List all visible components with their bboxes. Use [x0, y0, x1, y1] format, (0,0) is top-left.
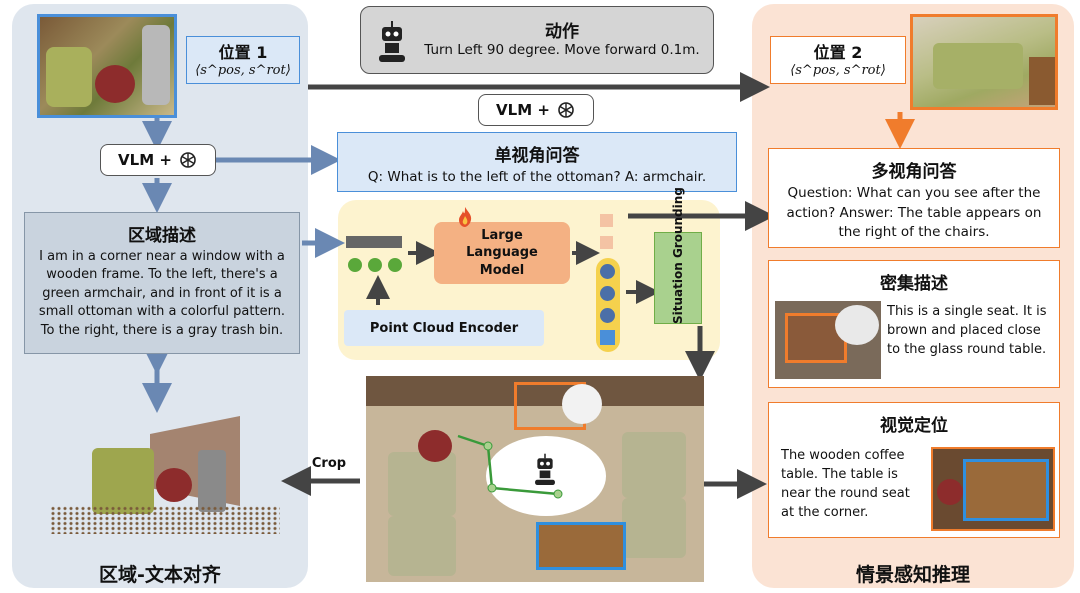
sofa-shape — [933, 43, 1023, 89]
multi-view-qa-title: 多视角问答 — [871, 162, 957, 182]
scene-photo-1 — [37, 14, 177, 118]
action-box: 动作 Turn Left 90 degree. Move forward 0.1… — [360, 6, 714, 74]
multi-view-qa-box: 多视角问答 Question: What can you see after t… — [768, 148, 1060, 248]
position-2-box: 位置 2 ⟨s^pos, s^rot⟩ — [770, 36, 906, 84]
point-token — [388, 258, 402, 272]
point-cloud-encoder: Point Cloud Encoder — [344, 310, 544, 346]
trash-bin-shape — [142, 25, 170, 105]
single-view-qa-title: 单视角问答 — [494, 146, 580, 166]
visual-grounding-image — [931, 447, 1055, 531]
vlm-label: VLM + — [496, 101, 550, 119]
crop-armchair — [92, 448, 154, 514]
robot-icon — [379, 21, 405, 62]
text-token-bar — [346, 236, 402, 248]
vlm-label: VLM + — [118, 151, 172, 169]
region-description-text: I am in a corner near a window with a wo… — [38, 249, 286, 338]
scene-photo-2 — [910, 14, 1058, 110]
situation-token — [600, 308, 615, 323]
pc-armchair-1 — [388, 452, 456, 516]
situation-grounding-label: Situation Grounding — [671, 187, 685, 324]
pc-round-seat — [562, 384, 602, 424]
pc-armchair-4 — [622, 498, 686, 558]
position-1-formula: ⟨s^pos, s^rot⟩ — [195, 63, 291, 78]
crop-label: Crop — [311, 456, 347, 471]
situation-grounding-box: Situation Grounding — [654, 187, 702, 324]
crop-ottoman — [156, 468, 192, 502]
fire-icon — [459, 207, 472, 227]
point-token — [368, 258, 382, 272]
visual-grounding-title: 视觉定位 — [880, 416, 948, 436]
region-description-title: 区域描述 — [128, 226, 196, 246]
pc-trajectory — [457, 434, 563, 499]
position-2-title: 位置 2 — [813, 43, 863, 62]
round-seat-shape — [937, 479, 963, 505]
crop-bin — [198, 450, 226, 512]
pc-ottoman — [418, 430, 452, 462]
table-shape — [1029, 57, 1055, 105]
dense-caption-title: 密集描述 — [880, 274, 948, 294]
visual-grounding-text: The wooden coffee table. The table is ne… — [781, 448, 910, 520]
output-token — [600, 214, 613, 227]
vlm-box-middle: VLM + — [478, 94, 594, 126]
single-view-qa-box: 单视角问答 Q: What is to the left of the otto… — [337, 132, 737, 192]
floor-points — [50, 506, 280, 534]
action-title: 动作 — [545, 22, 579, 42]
action-text: Turn Left 90 degree. Move forward 0.1m. — [424, 42, 700, 58]
openai-icon — [558, 102, 574, 118]
openai-icon — [180, 152, 196, 168]
point-tokens — [348, 258, 406, 274]
situation-token — [600, 286, 615, 301]
point-cloud-crop — [30, 410, 290, 540]
situation-token-stack — [596, 258, 620, 352]
output-token — [600, 236, 613, 249]
dense-caption-text: This is a single seat. It is brown and p… — [887, 304, 1047, 357]
position-1-box: 位置 1 ⟨s^pos, s^rot⟩ — [186, 36, 300, 84]
position-1-title: 位置 1 — [218, 43, 268, 62]
situation-token-square — [600, 330, 615, 345]
llm-box: Large Language Model — [434, 222, 570, 284]
scene-point-cloud — [366, 376, 704, 582]
region-description-box: 区域描述 I am in a corner near a window with… — [24, 212, 300, 354]
robot-icon — [535, 453, 555, 486]
table-bbox — [963, 459, 1049, 521]
dense-caption-box: 密集描述 This is a single seat. It is brown … — [768, 260, 1060, 388]
pc-blue-bbox — [536, 522, 626, 570]
pc-wall — [366, 376, 704, 406]
left-caption: 区域-文本对齐 — [99, 564, 221, 586]
multi-view-qa-text: Question: What can you see after the act… — [786, 185, 1042, 241]
glass-table-shape — [835, 305, 879, 345]
vlm-box-left: VLM + — [100, 144, 216, 176]
ottoman-shape — [95, 65, 135, 103]
position-2-formula: ⟨s^pos, s^rot⟩ — [790, 63, 886, 78]
situation-token — [600, 264, 615, 279]
point-token — [348, 258, 362, 272]
visual-grounding-box: 视觉定位 The wooden coffee table. The table … — [768, 402, 1060, 538]
pc-armchair-3 — [622, 432, 686, 498]
right-caption: 情景感知推理 — [855, 564, 970, 586]
dense-caption-image — [775, 301, 881, 379]
single-view-qa-text: Q: What is to the left of the ottoman? A… — [367, 169, 707, 185]
armchair-shape — [46, 47, 92, 107]
pc-armchair-2 — [388, 516, 456, 576]
